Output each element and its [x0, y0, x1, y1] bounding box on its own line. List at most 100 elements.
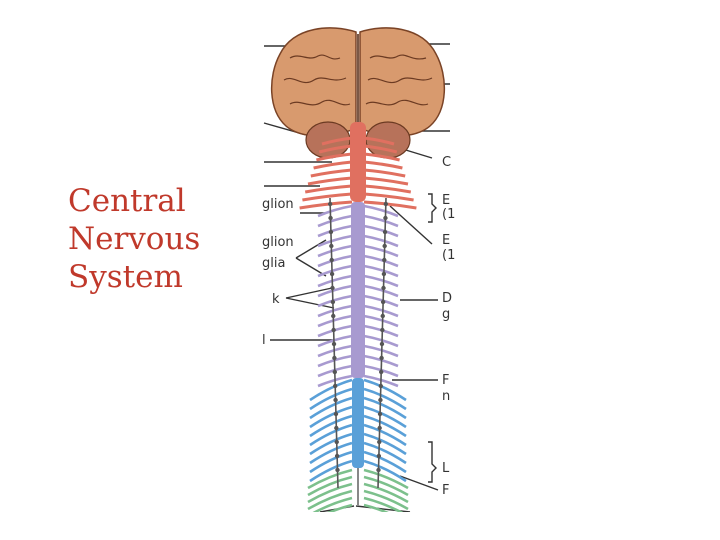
- ganglion-node: [377, 411, 383, 417]
- nerve-branch: [317, 304, 353, 318]
- nerve-branch: [363, 294, 399, 308]
- nerve-branch: [363, 378, 407, 402]
- ganglion-node: [335, 467, 340, 473]
- right-label-7: g: [442, 307, 450, 322]
- ganglion-node: [329, 243, 334, 249]
- nerve-branch: [363, 234, 399, 248]
- left-label-5: l: [262, 333, 266, 348]
- nerve-branch: [363, 304, 399, 318]
- nerve-branch: [363, 144, 398, 154]
- ganglion-node: [376, 467, 381, 473]
- nerve-branch: [309, 423, 353, 447]
- nerve-branch: [316, 152, 353, 162]
- right-label-9: n: [442, 389, 450, 404]
- nerve-branch: [309, 414, 353, 438]
- ganglion-node: [382, 243, 387, 249]
- nerve-branch: [363, 387, 407, 411]
- nerve-branch: [363, 204, 399, 218]
- ganglion-node: [381, 271, 387, 277]
- ganglion-node: [377, 439, 382, 445]
- ganglion-node: [330, 285, 335, 291]
- left-label-3: glia: [262, 256, 285, 271]
- nerve-branch: [317, 284, 353, 298]
- nerve-branch: [363, 405, 407, 429]
- nerve-branch: [313, 160, 353, 170]
- ganglion-node: [376, 453, 382, 459]
- ganglion-node: [377, 425, 382, 431]
- spinal-cord-thoracic: [351, 202, 365, 378]
- nerve-branch: [309, 396, 353, 420]
- nerve-branch: [363, 423, 407, 447]
- ganglion-node: [334, 425, 339, 431]
- nerve-branch: [363, 176, 409, 186]
- ganglion-node: [332, 355, 337, 361]
- ganglion-node: [379, 341, 385, 347]
- nerve-branch: [363, 432, 407, 456]
- nerve-branch: [363, 284, 399, 298]
- left-labels: glion glion glia k l: [262, 197, 294, 348]
- ganglion-node: [383, 201, 389, 207]
- title-line-system: System: [68, 259, 183, 295]
- nerve-branch: [309, 378, 353, 402]
- brain: [270, 27, 446, 159]
- right-label-6: D: [442, 291, 452, 306]
- nerve-branch: [317, 244, 353, 258]
- slide-title: Central Nervous System: [68, 182, 238, 296]
- nerve-branch: [309, 450, 353, 474]
- nerve-branch: [363, 396, 407, 420]
- nerve-branch: [363, 244, 399, 258]
- nerve-branch: [363, 468, 409, 490]
- right-label-11: F: [442, 483, 449, 498]
- nerve-branch: [317, 234, 353, 248]
- nerve-branch: [363, 192, 414, 202]
- sympathetic-chains: [327, 197, 389, 489]
- nerve-branch: [327, 503, 353, 512]
- left-label-1: glion: [262, 197, 294, 212]
- ganglion-node: [378, 383, 384, 389]
- nerve-branch: [317, 294, 353, 308]
- right-label-8: F: [442, 373, 449, 388]
- nerve-branch: [317, 254, 353, 268]
- nerve-branch: [317, 214, 353, 228]
- ganglion-node: [333, 411, 339, 417]
- nerve-branch: [317, 204, 353, 218]
- nerve-branch: [363, 160, 403, 170]
- nerve-branch: [304, 184, 353, 194]
- nerve-branch: [363, 441, 407, 465]
- ganglion-node: [327, 201, 333, 207]
- nerve-branch: [363, 184, 412, 194]
- right-label-10: L: [442, 461, 450, 476]
- ganglion-node: [332, 383, 338, 389]
- ganglion-node: [381, 285, 386, 291]
- nerve-branch: [363, 136, 395, 146]
- nerve-branch: [318, 144, 353, 154]
- right-label-5: (1: [442, 248, 455, 263]
- nerve-branch: [363, 200, 417, 210]
- nerve-branch: [307, 475, 353, 497]
- left-label-2: glion: [262, 235, 294, 250]
- spinal-cord-lumbar: [352, 378, 364, 468]
- ganglion-node: [378, 397, 383, 403]
- nerve-branch: [307, 176, 353, 186]
- nervous-system-svg: glion glion glia k l C E (1 E (1 D g F n…: [262, 27, 455, 512]
- nerve-branch: [307, 468, 353, 490]
- nerve-branch: [299, 200, 353, 210]
- ganglion-node: [328, 229, 334, 235]
- nerve-branch: [309, 387, 353, 411]
- title-line-central: Central: [68, 183, 186, 219]
- left-leader-lines: [263, 45, 335, 341]
- ganglion-node: [380, 313, 385, 319]
- ganglion-node: [333, 397, 338, 403]
- ganglion-node: [382, 229, 388, 235]
- nerve-branch: [317, 274, 353, 288]
- ganglion-node: [380, 327, 385, 333]
- ganglion-node: [334, 453, 340, 459]
- right-label-2: E: [442, 193, 450, 208]
- ganglion-node: [380, 299, 386, 305]
- nerve-branch: [309, 441, 353, 465]
- spinal-cord-cervical: [350, 122, 366, 202]
- ganglion-node: [329, 271, 335, 277]
- nerve-branch: [317, 314, 353, 328]
- nerve-branch: [363, 152, 400, 162]
- nerve-branch: [310, 168, 353, 178]
